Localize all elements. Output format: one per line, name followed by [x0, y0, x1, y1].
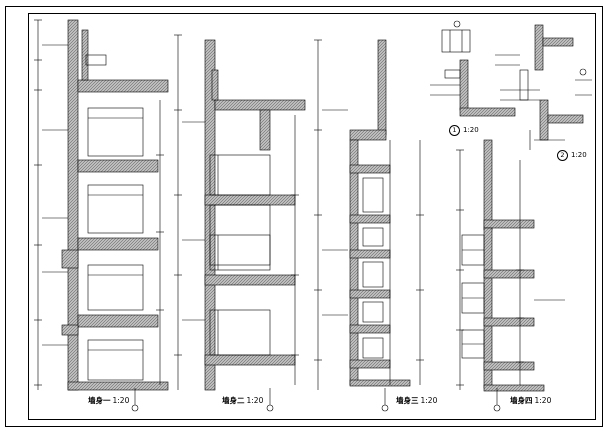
wall-section-4 — [456, 139, 565, 412]
wall-section-3 — [314, 39, 424, 412]
sheet-border-outer — [5, 6, 603, 427]
wall-section-1 — [34, 19, 169, 412]
detail-2 — [500, 24, 592, 150]
sheet-border-inner — [28, 13, 596, 420]
wall-section-2 — [174, 34, 306, 412]
detail-1 — [430, 20, 520, 117]
